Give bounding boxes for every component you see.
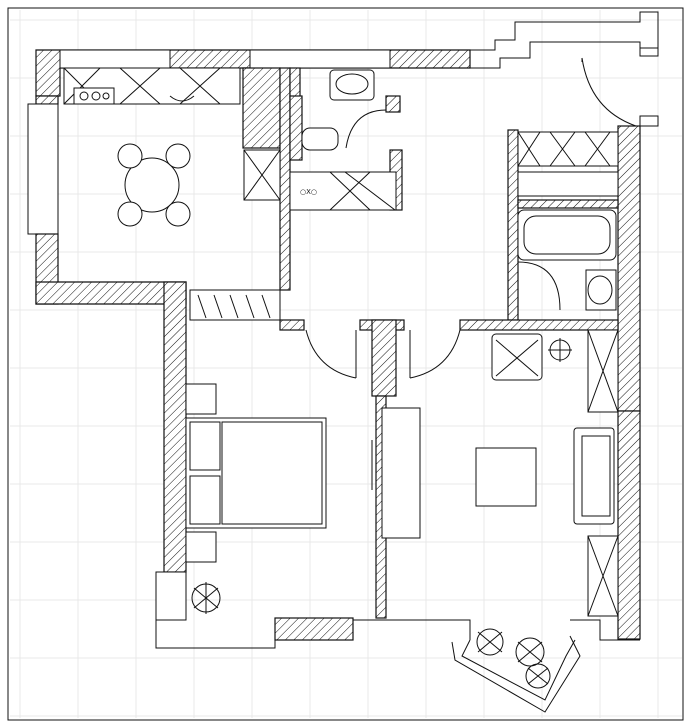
wardrobe-icon (381, 407, 421, 539)
coffee-table-icon (475, 447, 537, 507)
doors (305, 57, 637, 379)
living-room (475, 329, 619, 617)
wc: ○X○ (289, 69, 397, 211)
bedroom (185, 383, 421, 563)
kitchen-sink-icon (169, 95, 195, 102)
dining-table-icon (124, 157, 180, 213)
washbasin-icon (329, 69, 375, 101)
bathroom (517, 131, 619, 362)
nightstand-icon (185, 383, 217, 415)
outer-walls (27, 11, 659, 713)
bath-sink-icon (585, 269, 617, 311)
kitchen (63, 67, 281, 227)
chairs-icon (117, 143, 191, 227)
inner-walls (242, 67, 619, 619)
toilet-icon (301, 127, 339, 151)
sofa-icon (573, 427, 615, 525)
hallway (189, 289, 543, 381)
plants-icon (191, 582, 551, 689)
bathtub-icon (517, 209, 617, 261)
drawing-frame (7, 7, 684, 721)
double-bed-icon (185, 417, 327, 529)
washer-label: ○X○ (300, 188, 317, 196)
